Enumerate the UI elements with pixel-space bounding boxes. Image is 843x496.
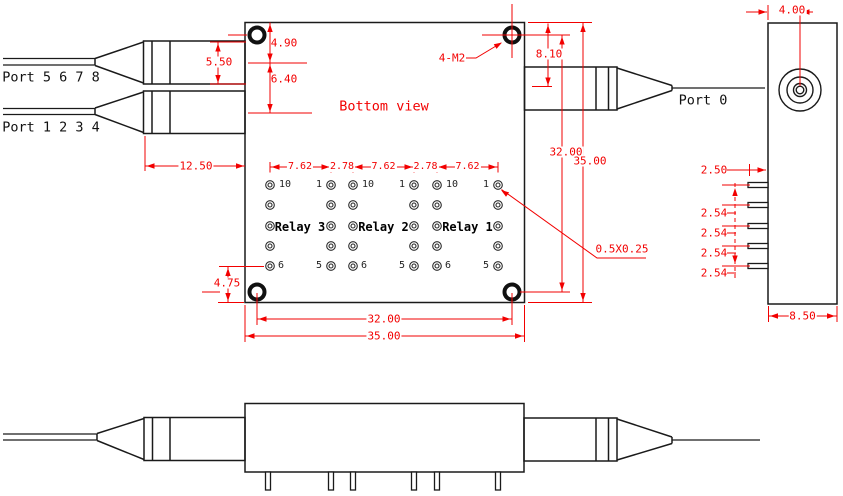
leader-lines [466,42,646,259]
profile-view-outline [3,402,760,491]
dim-pin-pitch-3: 2.54 [700,246,728,260]
relay-2-label: Relay 2 [358,220,409,234]
dim-pin-length: 2.50 [700,163,728,177]
relay2-pin10-label: 10 [361,179,375,190]
dim-port-center-offset: 4.00 [777,3,807,17]
dim-hole-pitch-v: 32.00 [548,145,584,159]
side-view-outline [747,22,838,305]
dim-pin-row-to-edge: 4.75 [212,276,242,290]
port-0-label: Port 0 [678,92,728,109]
dim-relay-span-1: 7.62 [286,161,314,172]
relay3-pin10-label: 10 [278,179,292,190]
note-mounting-holes: 4-M2 [438,51,466,65]
relay1-pin6-label: 6 [444,260,452,271]
dim-relay-span-5: 7.62 [454,161,481,172]
dim-pin-pitch-1: 2.54 [700,206,728,220]
port-5678-label: Port 5 6 7 8 [2,69,100,86]
relay1-pin10-label: 10 [445,179,459,190]
dim-relay-span-3: 7.62 [370,161,397,172]
dim-hole-pitch-h: 32.00 [366,312,402,326]
relay3-pin6-label: 6 [277,260,285,271]
relay2-pin1-label: 1 [398,179,406,190]
dim-boot-height: 5.50 [204,55,234,69]
main-view-outline [3,21,765,304]
dim-relay-span-4: 2.78 [412,161,439,172]
dim-relay-span-2: 2.78 [328,161,356,172]
relay-3-label: Relay 3 [274,220,326,234]
relay2-pin5-label: 5 [398,260,406,271]
port-1234-label: Port 1 2 3 4 [2,119,100,136]
relay3-pin1-label: 1 [315,179,323,190]
dim-top-to-port0: 8.10 [534,47,564,61]
relay-1-label: Relay 1 [442,220,493,234]
dim-fiber-a-to-b: 6.40 [270,72,298,86]
relay2-pin6-label: 6 [360,260,368,271]
dim-top-to-fiber-a: 4.90 [270,36,298,50]
note-pin-size: 0.5X0.25 [595,242,649,256]
relay1-pin5-label: 5 [482,260,490,271]
dim-body-height: 35.00 [572,154,608,168]
view-title: Bottom view [339,98,429,115]
dim-pin-pitch-2: 2.54 [700,226,728,240]
dim-pin-pitch-4: 2.54 [700,266,728,280]
dim-boot-length: 12.50 [178,159,214,173]
dim-side-width: 8.50 [788,309,817,323]
relay1-pin1-label: 1 [482,179,490,190]
relay3-pin5-label: 5 [315,260,323,271]
dim-body-width: 35.00 [366,329,402,343]
